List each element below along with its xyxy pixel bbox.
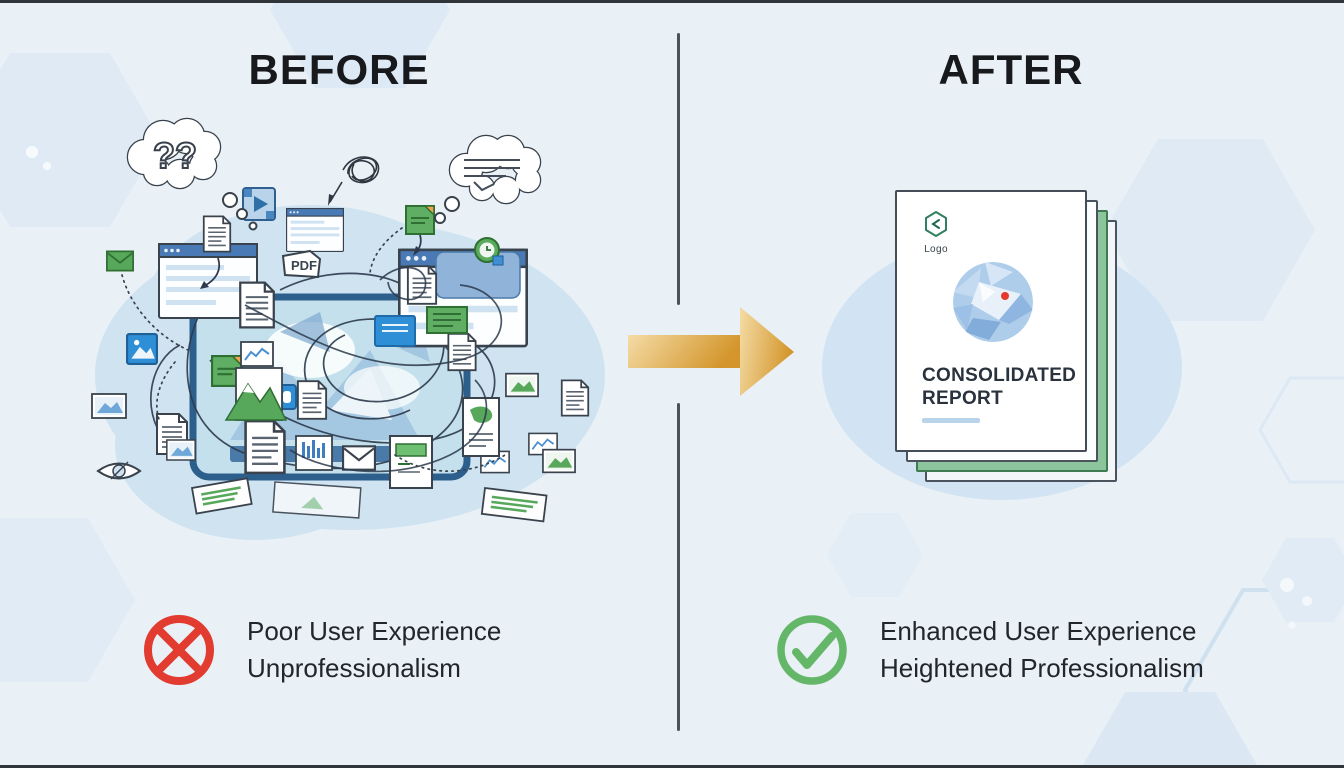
mountain-graphic [224,367,288,421]
before-title: BEFORE [248,46,430,93]
report-title: CONSOLIDATED REPORT [922,364,1076,410]
photo-icon [126,333,158,365]
chart-card-icon [240,341,274,367]
hexagon-chevron-logo-icon [925,211,947,237]
report-underline [922,418,980,423]
top-border [0,0,1344,3]
green-card-icon [426,306,468,334]
envelope-icon [106,250,134,272]
report-stack: Logo CONSOLIDATED REPORT [895,190,1117,482]
report-title-line1: CONSOLIDATED [922,365,1077,386]
after-title: AFTER [938,46,1084,93]
photo-card-icon [166,439,196,461]
chaotic-documents-illustration: PDF [91,117,605,540]
check-circle-icon [777,615,847,685]
tilted-paper-icon [480,486,548,523]
eye-icon [96,461,142,480]
photo-card-icon [91,393,127,419]
logo-caption: Logo [924,244,948,255]
pdf-icon: PDF [281,249,322,279]
document-icon [447,332,477,372]
svg-text:??: ?? [153,135,197,176]
clock-icon [474,237,504,266]
tilted-paper-icon [190,477,253,515]
before-status-line2: Unprofessionalism [247,653,461,683]
center-divider [677,33,680,305]
dotted-connectors [121,227,506,472]
after-status: Enhanced User Experience Heightened Prof… [772,610,1204,690]
svg-text:PDF: PDF [291,258,317,273]
report-cover-page: Logo CONSOLIDATED REPORT [895,190,1087,452]
tilted-paper-icon [272,481,362,519]
scribble-icon [328,156,380,206]
document-icon [406,265,438,305]
blue-card-icon [374,315,416,347]
after-status-text: Enhanced User Experience Heightened Prof… [880,613,1204,687]
report-logo: Logo [913,210,959,255]
video-icon [242,187,276,221]
after-status-line1: Enhanced User Experience [880,616,1197,646]
report-emblem-icon [953,262,1033,342]
right-arrow-icon [628,307,794,396]
barcode-document-icon [295,435,333,471]
before-status-line1: Poor User Experience [247,616,502,646]
envelope-icon [342,445,376,471]
bottom-border [0,765,1344,768]
report-document-icon [389,435,433,489]
report-title-line2: REPORT [922,388,1003,409]
tangled-lines [244,266,503,473]
photo-card-icon [542,448,576,474]
small-window [286,207,344,253]
document-icon [202,215,232,253]
center-divider [677,403,680,731]
crossed-circle-icon [144,615,214,685]
small-arrows [200,234,422,289]
question-thought-bubble-icon: ?? [126,117,258,231]
sticky-note-icon [405,205,435,235]
document-icon [296,380,328,420]
document-icon [243,419,287,475]
before-status: Poor User Experience Unprofessionalism [139,610,501,690]
speech-cloud-icon [434,134,542,224]
document-icon [560,379,590,417]
after-status-line2: Heightened Professionalism [880,653,1204,683]
before-status-text: Poor User Experience Unprofessionalism [247,613,501,687]
photo-card-icon [505,372,539,398]
